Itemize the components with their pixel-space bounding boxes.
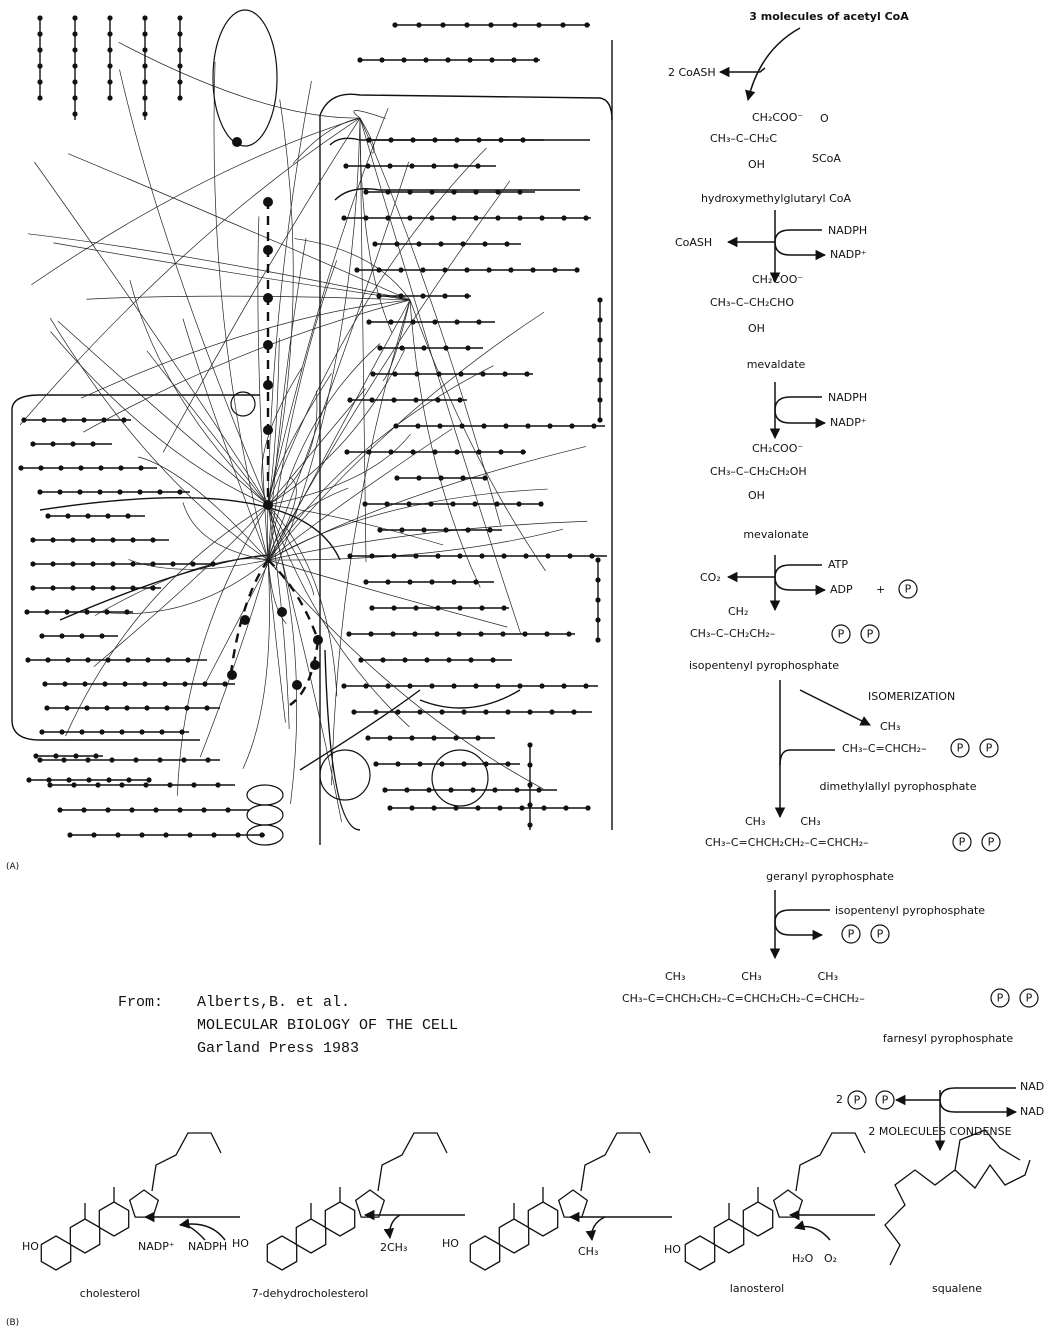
isomerization-label: ISOMERIZATION: [868, 690, 955, 703]
svg-text:P: P: [1026, 992, 1033, 1005]
nadp-label-2: NADP⁺: [830, 416, 867, 429]
nadph-label-3: NADPH: [1020, 1080, 1045, 1093]
svg-text:P: P: [988, 836, 995, 849]
coash-byproduct-label: 2 CoASH: [668, 66, 716, 79]
farnesyl-formula-mid: CH₃–C=CHCH₂CH₂–C=CHCH₂CH₂–C=CHCH₂–: [622, 992, 865, 1005]
mevalonate-formula-oh: OH: [748, 489, 765, 502]
mevaldate-formula-oh: OH: [748, 322, 765, 335]
atp-label: ATP: [828, 558, 848, 571]
lanosterol-label: lanosterol: [730, 1282, 784, 1295]
nadph-label-2: NADPH: [828, 391, 867, 404]
dmapp-formula-mid: CH₃–C=CHCH₂–: [842, 742, 927, 755]
cholesterol-label: cholesterol: [80, 1287, 140, 1300]
dmapp-label: dimethylallyl pyrophosphate: [820, 780, 977, 793]
acetyl-coa-label: 3 molecules of acetyl CoA: [749, 10, 908, 23]
svg-text:P: P: [957, 742, 964, 755]
svg-text:P: P: [854, 1094, 861, 1107]
o2-label: O₂: [824, 1252, 837, 1265]
dehydro-ho-label: HO: [232, 1237, 249, 1250]
ipp-input-label: isopentenyl pyrophosphate: [835, 904, 985, 917]
two-pp-coefficient: 2: [836, 1093, 843, 1106]
cholesterol-ho-label: HO: [22, 1240, 39, 1253]
farnesyl-formula-top: CH₃ CH₃ CH₃: [665, 970, 838, 983]
dehydrocholesterol-label: 7-dehydrocholesterol: [252, 1287, 369, 1300]
geranyl-formula-top: CH₃ CH₃: [745, 815, 821, 828]
hmg-coa-formula-mid: CH₃–C–CH₂C: [710, 132, 777, 145]
co2-label: CO₂: [700, 571, 721, 584]
hmg-coa-formula-oh: OH: [748, 158, 765, 171]
plus-label: +: [876, 583, 885, 596]
two-ch3-label: 2CH₃: [380, 1241, 407, 1254]
ipp-label: isopentenyl pyrophosphate: [689, 659, 839, 672]
nadph-label-4: NADPH: [188, 1240, 227, 1253]
svg-text:P: P: [877, 928, 884, 941]
coash-label: CoASH: [675, 236, 712, 249]
ipp-formula-top: CH₂: [728, 605, 748, 618]
hmg-coa-formula-o: O: [820, 112, 829, 125]
nadp-label-1: NADP⁺: [830, 248, 867, 261]
adp-label: ADP: [830, 583, 853, 596]
svg-text:P: P: [838, 628, 845, 641]
mevalonate-label: mevalonate: [743, 528, 808, 541]
farnesyl-label: farnesyl pyrophosphate: [883, 1032, 1013, 1045]
svg-text:P: P: [867, 628, 874, 641]
ch3-label: CH₃: [578, 1245, 598, 1258]
squalene-label: squalene: [932, 1282, 982, 1295]
mevalonate-formula-mid: CH₃–C–CH₂CH₂OH: [710, 465, 807, 478]
lanosterol-ho-label: HO: [664, 1243, 681, 1256]
hmg-coa-formula-top: CH₂COO⁻: [752, 111, 803, 124]
svg-text:P: P: [882, 1094, 889, 1107]
mevaldate-label: mevaldate: [747, 358, 806, 371]
mevaldate-formula-mid: CH₃–C–CH₂CHO: [710, 296, 794, 309]
dmapp-formula-top: CH₃: [880, 720, 900, 733]
svg-text:P: P: [959, 836, 966, 849]
geranyl-label: geranyl pyrophosphate: [766, 870, 894, 883]
svg-text:P: P: [848, 928, 855, 941]
ipp-formula-mid: CH₃–C–CH₂CH₂–: [690, 627, 775, 640]
mevalonate-formula-top: CH₂COO⁻: [752, 442, 803, 455]
svg-text:P: P: [986, 742, 993, 755]
svg-text:P: P: [997, 992, 1004, 1005]
condense-label: 2 MOLECULES CONDENSE: [868, 1125, 1011, 1138]
hmg-coa-label: hydroxymethylglutaryl CoA: [701, 192, 851, 205]
nadph-label-1: NADPH: [828, 224, 867, 237]
h2o-label: H₂O: [792, 1252, 813, 1265]
nadp-label-3: NADP⁺: [1020, 1105, 1045, 1118]
geranyl-formula-mid: CH₃–C=CHCH₂CH₂–C=CHCH₂–: [705, 836, 869, 849]
mevaldate-formula-top: CH₂COO⁻: [752, 273, 803, 286]
svg-text:P: P: [905, 583, 912, 596]
nadp-label-4: NADP⁺: [138, 1240, 175, 1253]
hmg-coa-formula-scoa: SCoA: [812, 152, 841, 165]
intermediate-ho-label: HO: [442, 1237, 459, 1250]
